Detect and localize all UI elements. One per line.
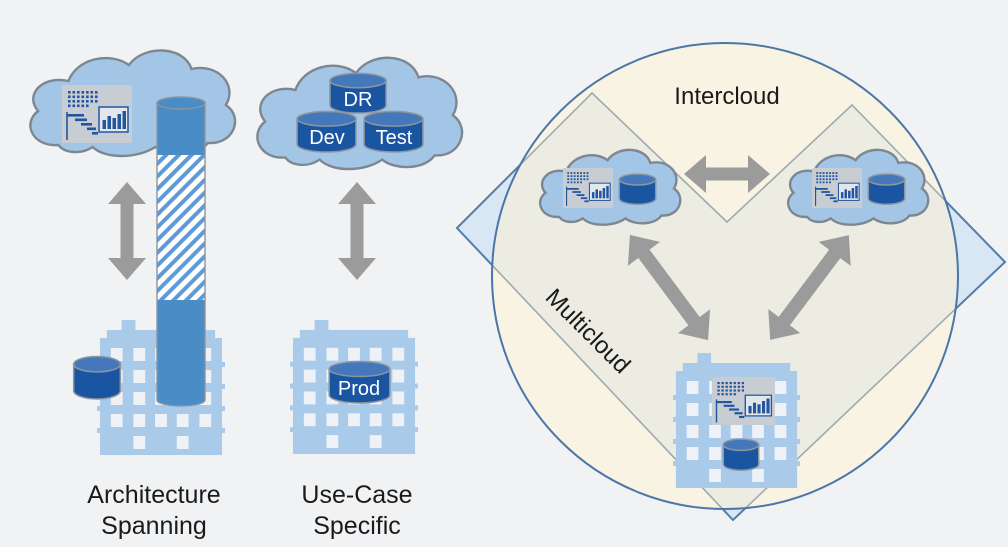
database-label: Dev <box>309 127 345 149</box>
double-arrow-diagonal-icon <box>768 235 851 340</box>
caption-spanning: Spanning <box>101 512 207 540</box>
database-prod: Prod <box>328 360 391 404</box>
architecture-spanning-pattern: Architecture Spanning <box>29 49 237 540</box>
dashboard-icon <box>62 85 132 143</box>
double-arrow-vertical-icon <box>108 182 146 280</box>
double-arrow-horizontal-icon <box>684 155 770 193</box>
dashboard-icon <box>712 377 775 425</box>
intercloud-boundary <box>491 42 959 510</box>
database-label: Test <box>376 127 413 149</box>
database-icon <box>867 173 906 205</box>
use-case-specific-pattern: DR Dev Test Prod Use-Case Specific <box>256 56 464 540</box>
database-test: Test <box>363 110 424 153</box>
database-label: DR <box>344 89 373 111</box>
database-dr: DR <box>329 72 387 114</box>
database-label: Prod <box>338 378 380 400</box>
on-premises-node <box>673 353 800 488</box>
dashboard-icon <box>812 168 862 208</box>
hatched-network-segment <box>157 155 205 300</box>
caption-use-case: Use-Case <box>301 481 412 509</box>
caption-specific: Specific <box>313 512 401 540</box>
database-icon <box>72 355 122 400</box>
spanning-database-column-icon <box>156 96 206 407</box>
database-icon <box>618 173 657 205</box>
intercloud-label: Intercloud <box>674 83 779 110</box>
double-arrow-diagonal-icon <box>627 234 711 341</box>
double-arrow-vertical-icon <box>338 182 376 280</box>
caption-architecture: Architecture <box>87 481 220 509</box>
database-dev: Dev <box>296 110 357 153</box>
database-icon <box>722 438 760 471</box>
intercloud-multicloud-pattern: Intercloud Multicloud <box>455 42 1007 522</box>
dashboard-icon <box>563 168 613 208</box>
